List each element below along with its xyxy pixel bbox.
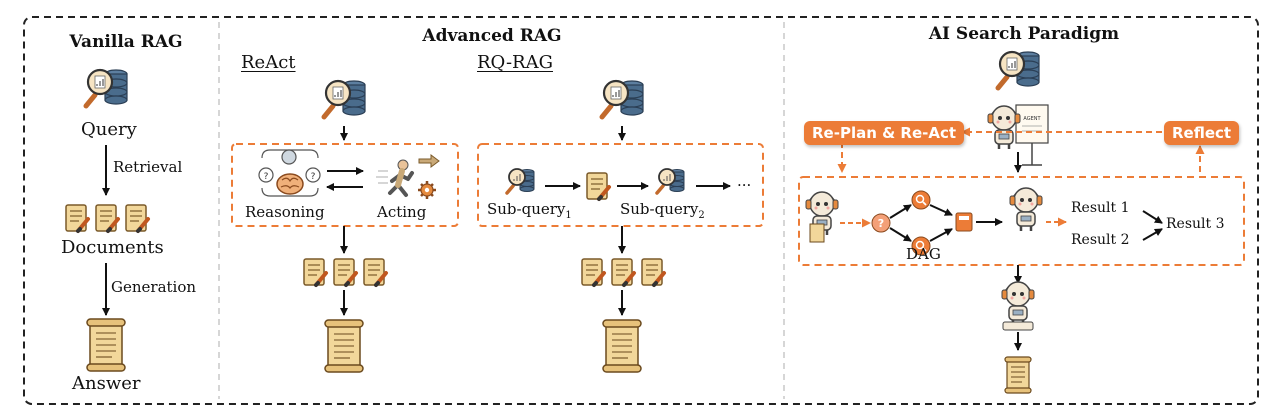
result1-label: Result 1 [1071,200,1130,216]
ai-query-icon [998,52,1039,88]
react-label: ReAct [241,52,296,73]
question-icon-2 [305,167,321,183]
ai-answer-scroll-icon [1004,356,1032,394]
dag-label: DAG [906,245,941,263]
rqrag-answer-scroll-icon [602,319,642,373]
worker-clipboard-icon [809,223,825,243]
acting-label: Acting [377,203,427,221]
arrow-s2-calc [929,228,953,242]
calculator-screen [959,216,969,220]
arrow-s1-calc [929,204,953,216]
subquery2-icon [655,167,686,195]
query-label: Query [81,119,137,140]
search-node-icon [911,190,931,210]
result3-label: Result 3 [1166,216,1225,232]
writer-robot-icon [1000,280,1036,327]
arrow-q-search1 [889,204,912,219]
subquery2-subscript: 2 [698,210,705,221]
generation-label: Generation [111,278,197,296]
question-icon [258,167,274,183]
rqrag-query-icon [602,81,643,117]
writer-laptop-icon [1002,321,1034,331]
forward-arrow-icon [418,154,440,168]
react-documents-icon [304,259,386,285]
rqrag-box [477,143,764,227]
executor-robot-icon [1008,186,1044,233]
question-node-mark: ? [878,217,884,230]
agent-board [1015,104,1049,144]
arrow-r2-r3 [1142,228,1163,241]
query-search-icon [86,70,127,106]
subquery1-icon [505,167,536,195]
documents-icon [66,205,148,231]
react-answer-scroll-icon [324,319,364,373]
documents-label: Documents [61,237,164,258]
gear-icon [416,179,438,201]
ai-search-title: AI Search Paradigm [928,24,1120,44]
subquery1-subscript: 1 [565,210,572,221]
arrow-q-search2 [889,227,912,242]
arrow-r1-r3 [1142,210,1163,224]
calculator-icon [955,212,973,232]
reasoning-bracket-bottom [261,187,319,197]
outer-frame [23,16,1259,405]
planner-robot-icon [986,104,1022,151]
ai-execution-box [798,176,1245,266]
board-text: AGENT [1023,116,1041,122]
subquery-doc-icon [585,171,611,201]
answer-scroll-icon [86,318,126,372]
brain-icon [276,173,304,195]
acting-runner-icon [376,160,412,195]
subquery2-label: Sub-query2 [620,200,705,221]
rqrag-ellipsis: ··· [737,176,752,194]
react-query-icon [324,81,365,117]
question-node-icon [871,213,891,233]
lightbulb-icon [281,149,297,165]
rqrag-label: RQ-RAG [477,52,553,73]
reasoning-label: Reasoning [245,203,325,221]
advanced-rag-title: Advanced RAG [422,26,562,46]
reflect-badge: Reflect [1164,121,1240,145]
result2-label: Result 2 [1071,232,1130,248]
rqrag-documents-icon [582,259,664,285]
subquery1-label: Sub-query1 [487,200,572,221]
answer-label: Answer [72,373,141,394]
retrieval-label: Retrieval [113,158,183,176]
replan-react-badge: Re-Plan & Re-Act [804,121,965,145]
vanilla-rag-title: Vanilla RAG [69,32,183,52]
